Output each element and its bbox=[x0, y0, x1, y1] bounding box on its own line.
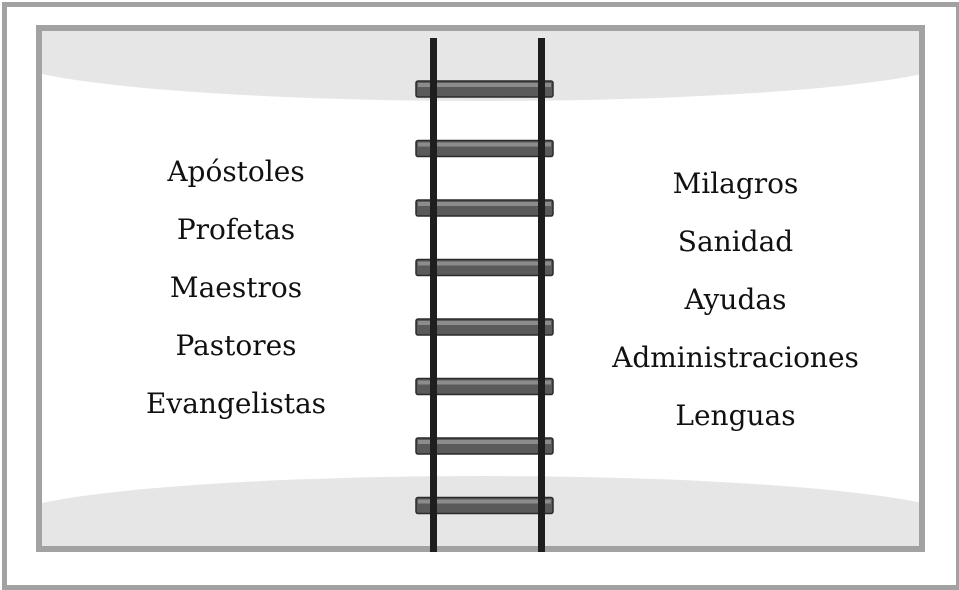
ladder-rung-highlight bbox=[418, 440, 551, 444]
ladder-rung-highlight bbox=[418, 499, 551, 504]
ladder-rung-highlight bbox=[418, 261, 551, 266]
right-word: Administraciones bbox=[612, 341, 859, 374]
right-word: Lenguas bbox=[675, 399, 796, 432]
ladder-rung-highlight bbox=[418, 142, 551, 147]
ladder-rung-highlight bbox=[418, 83, 551, 87]
ladder-rungs bbox=[415, 80, 554, 515]
ladder-rung-highlight bbox=[418, 380, 551, 385]
left-word: Profetas bbox=[176, 213, 296, 246]
ladder-rung-highlight bbox=[418, 321, 551, 325]
right-word: Milagros bbox=[672, 167, 799, 200]
right-word: Sanidad bbox=[677, 225, 794, 258]
left-word: Evangelistas bbox=[145, 387, 327, 420]
right-word: Ayudas bbox=[684, 283, 787, 316]
left-word: Pastores bbox=[175, 329, 297, 362]
left-word: Apóstoles bbox=[167, 155, 305, 188]
ladder-rung-highlight bbox=[418, 202, 551, 206]
left-word: Maestros bbox=[169, 271, 303, 304]
right-word-list: Milagros Sanidad Ayudas Administraciones… bbox=[598, 155, 873, 445]
left-word-list: Apóstoles Profetas Maestros Pastores Eva… bbox=[136, 143, 336, 433]
ladder-left-rail bbox=[430, 38, 437, 552]
ladder-right-rail bbox=[538, 38, 545, 552]
inner-panel bbox=[36, 25, 925, 552]
